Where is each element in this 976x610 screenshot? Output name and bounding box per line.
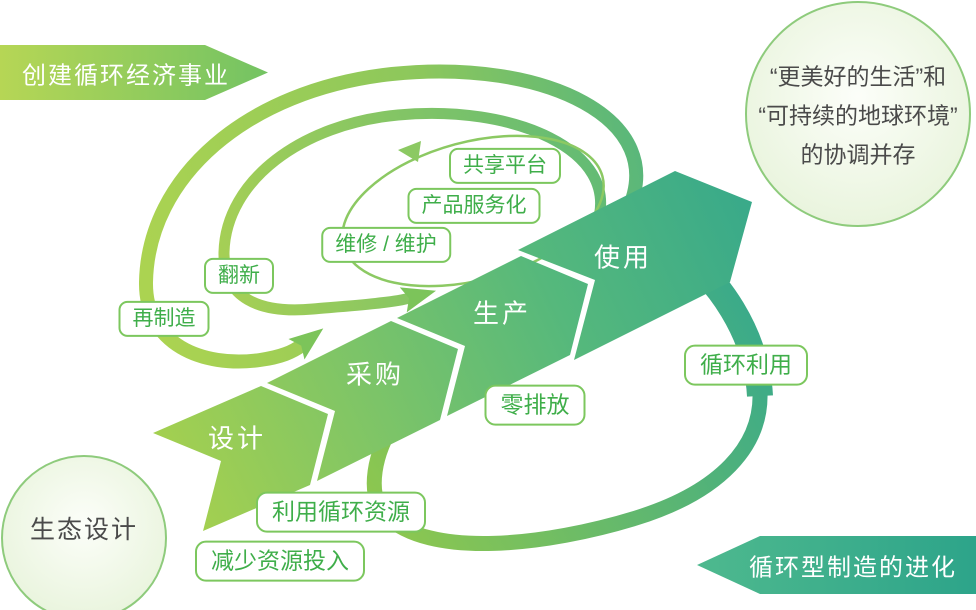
chevron-use-arrow xyxy=(518,171,752,360)
step-label-production: 生产 xyxy=(472,298,532,329)
label-recycling: 循环利用 xyxy=(684,344,808,386)
chevron-production-arrow xyxy=(397,256,588,416)
label-use-recycled-resources: 利用循环资源 xyxy=(256,491,426,533)
banner-top-left xyxy=(0,45,268,100)
label-reduce-resource-input: 减少资源投入 xyxy=(195,540,365,582)
banner-top-left-label: 创建循环经济事业 xyxy=(22,62,230,90)
label-product-servitization: 产品服务化 xyxy=(407,187,541,225)
circle-bottom-left xyxy=(1,455,167,610)
label-zero-emission: 零排放 xyxy=(484,384,586,426)
step-label-use: 使用 xyxy=(593,242,653,273)
label-repair-maintenance: 维修 / 维护 xyxy=(321,226,451,264)
label-remanufacture: 再制造 xyxy=(118,300,210,338)
eco-design-circle-text: 生态设计 xyxy=(29,516,139,544)
step-label-procurement: 采购 xyxy=(345,359,405,390)
loop-recycle-path xyxy=(366,391,768,552)
label-sharing-platform: 共享平台 xyxy=(449,147,561,185)
chevron-procurement-arrow xyxy=(267,321,458,481)
loop-service-arrowhead xyxy=(398,141,421,162)
goal-circle-text: “更美好的生活”和 “可持续的地球环境” 的协调并存 xyxy=(728,58,976,175)
step-label-design: 设计 xyxy=(207,423,267,454)
circle-top-right xyxy=(745,1,971,227)
loop-refurbish-path xyxy=(218,107,607,316)
goal-line-2: “可持续的地球环境” xyxy=(758,102,958,129)
goal-line-3: 的协调并存 xyxy=(800,141,916,168)
banner-bottom-right-label: 循环型制造的进化 xyxy=(749,554,957,582)
banner-bottom-right xyxy=(697,536,976,594)
loop-remanufacture-path xyxy=(138,64,644,369)
label-refurbish: 翻新 xyxy=(204,257,274,295)
goal-line-1: “更美好的生活”和 xyxy=(769,63,947,90)
